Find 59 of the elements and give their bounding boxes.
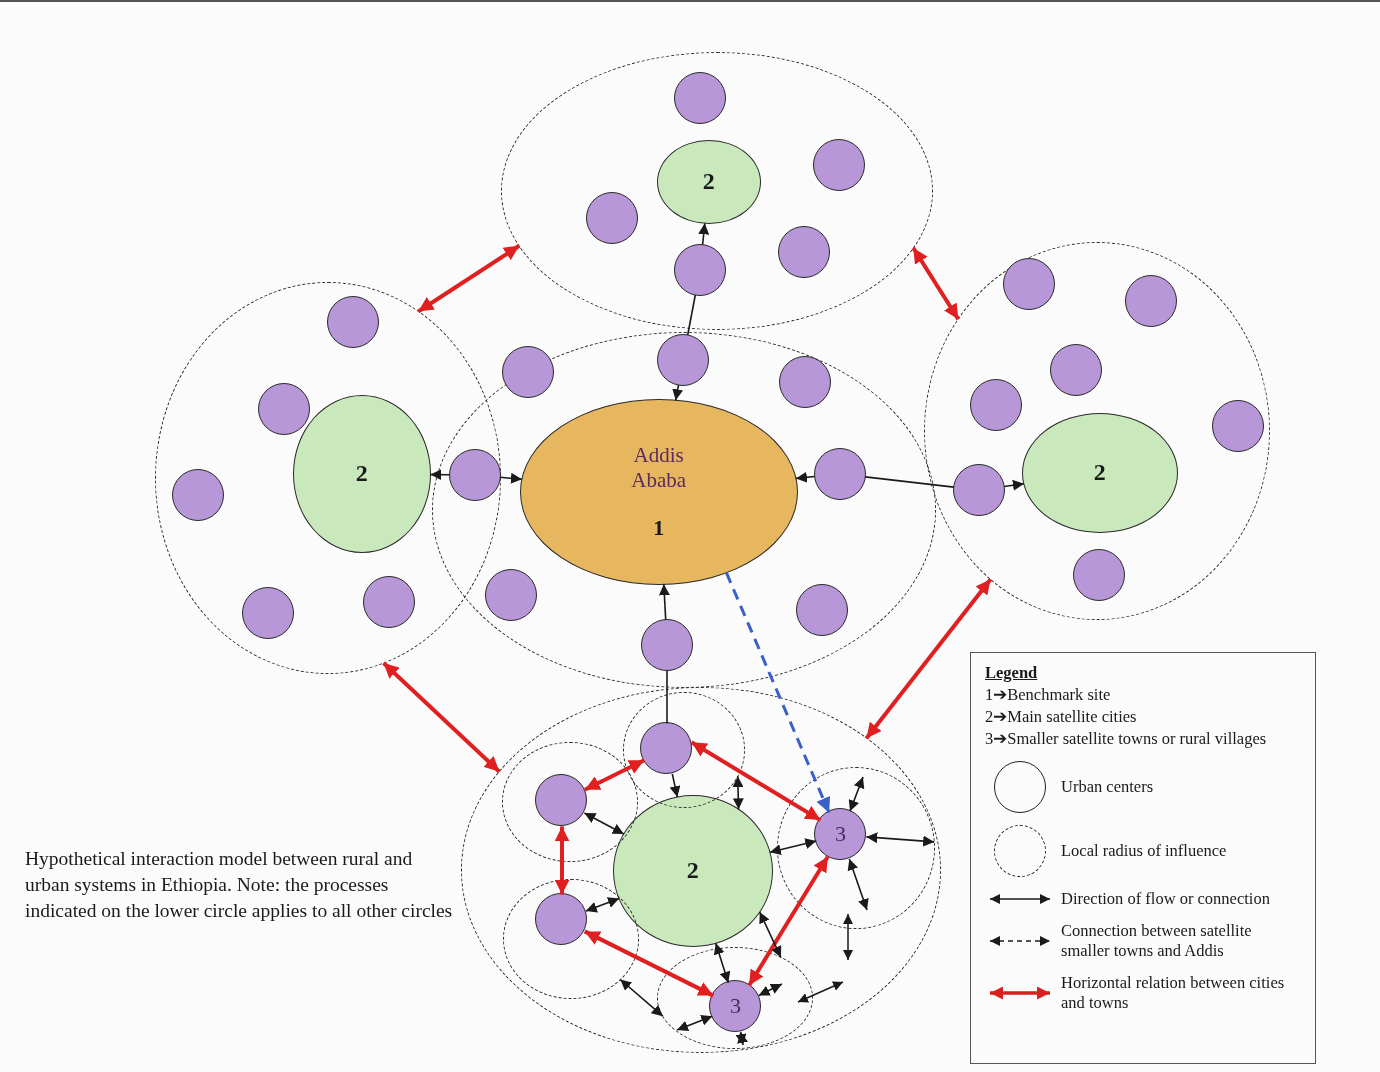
rank-number: 3 — [834, 821, 846, 848]
caption-text: Hypothetical interaction model between rural and urban systems in Ethiopia. Note: the processes indicated on the lower circle applies to all other circles — [25, 847, 454, 923]
legend-title: Legend — [985, 663, 1038, 683]
double-arrow — [583, 929, 715, 998]
town-circle — [535, 774, 588, 827]
double-arrow — [769, 838, 818, 856]
rank-number: 2 — [702, 168, 715, 196]
double-arrow — [735, 1031, 748, 1046]
legend-text: Local radius of influence — [1061, 841, 1227, 861]
legend-text: Direction of flow or connection — [1061, 889, 1270, 909]
rank-number: 2 — [686, 857, 699, 885]
legend-text: 2➔Main satellite cities — [985, 707, 1137, 727]
double-arrow — [848, 776, 865, 813]
double-arrow — [758, 911, 782, 959]
legend-text: Connection between satellite smaller towns and Addis — [1061, 921, 1253, 961]
double-arrow — [583, 812, 625, 835]
double-arrow — [847, 858, 869, 911]
rank-number: 1 — [653, 514, 665, 541]
double-arrow — [713, 942, 731, 984]
double-arrow — [676, 1015, 714, 1032]
double-arrow — [585, 897, 620, 913]
rank-number: 2 — [355, 460, 368, 488]
rank-number: 3 — [729, 993, 741, 1020]
arrow — [1003, 479, 1025, 491]
town-circle — [709, 980, 762, 1033]
town-circle — [535, 893, 588, 946]
double-arrow — [619, 978, 664, 1017]
legend-text: 1➔Benchmark site — [985, 685, 1111, 705]
legend-text: Horizontal relation between cities and towns — [1061, 973, 1286, 1013]
double-arrow — [757, 983, 783, 997]
arrow — [795, 471, 816, 483]
arrow — [672, 384, 684, 402]
legend-text: Urban centers — [1061, 777, 1154, 797]
double-arrow — [747, 855, 830, 987]
double-arrow — [690, 740, 822, 822]
arrow — [499, 472, 523, 484]
double-arrow — [554, 826, 570, 895]
town-circle — [484, 568, 537, 621]
rank-number: 2 — [1093, 459, 1106, 487]
double-arrow — [417, 244, 521, 314]
arrow — [669, 773, 681, 798]
town-circle — [449, 449, 501, 501]
connector-line — [666, 669, 668, 725]
double-arrow — [382, 661, 501, 774]
connector-line — [864, 476, 955, 488]
double-arrow — [865, 832, 935, 847]
arrow — [725, 572, 831, 814]
arrow — [698, 222, 710, 246]
town-circle — [656, 333, 709, 386]
legend-text: 3➔Smaller satellite towns or rural villages — [985, 729, 1267, 749]
arrow — [658, 583, 670, 621]
connector-line — [686, 294, 697, 336]
double-arrow — [864, 577, 993, 740]
double-arrow — [911, 246, 960, 321]
double-arrow — [583, 758, 646, 792]
city-name: Addis Ababa — [630, 442, 688, 493]
arrow — [429, 469, 451, 481]
town-circle — [814, 808, 867, 861]
double-arrow — [732, 775, 744, 811]
